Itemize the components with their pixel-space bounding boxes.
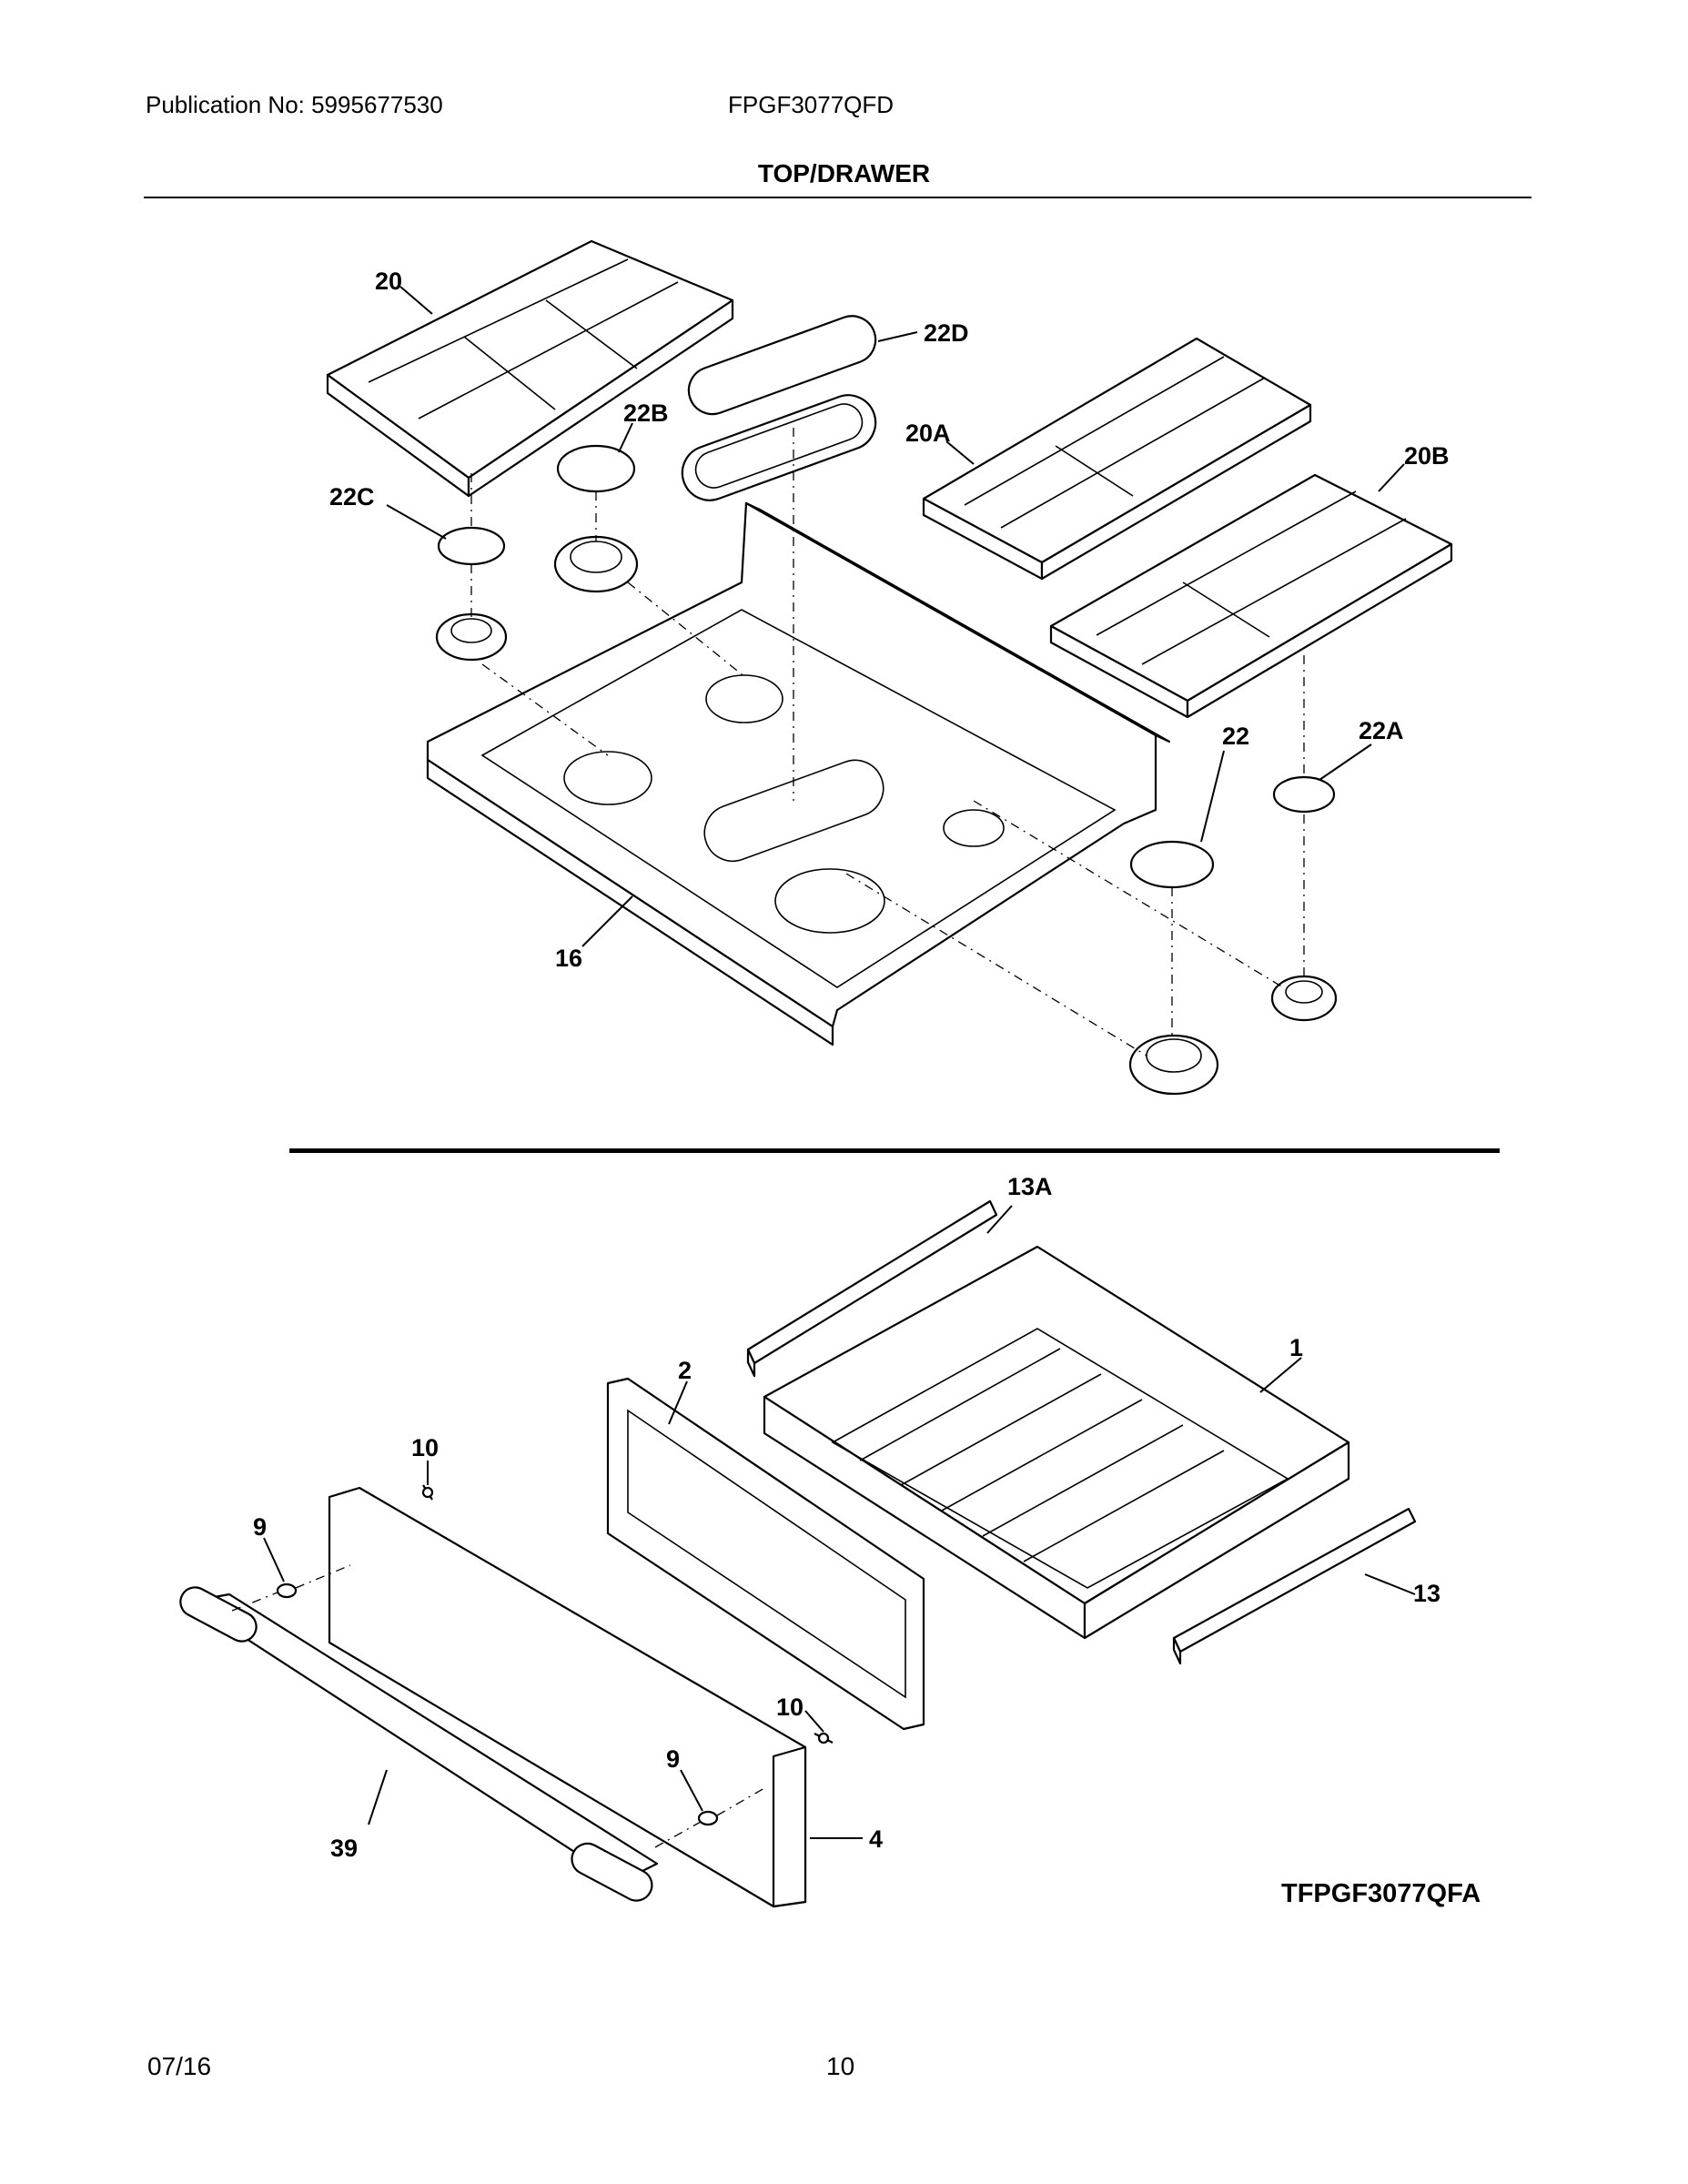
drawer-panel-2 [606, 1377, 925, 1731]
grate-20A [922, 337, 1312, 581]
callout-22D: 22D [924, 319, 969, 347]
callout-16: 16 [555, 945, 582, 972]
grate-20 [326, 239, 734, 498]
drawer-rail-13A [746, 1199, 998, 1378]
burner-head-left-front [435, 612, 508, 662]
screw-10-lower [814, 1732, 834, 1744]
alignment-lines-top [470, 428, 1305, 1057]
oval-cap-22D [687, 315, 877, 416]
burner-head-right-rear [1270, 975, 1338, 1022]
drawer-front-4 [328, 1486, 807, 1908]
handle-39 [179, 1586, 659, 1902]
leader-lines-bottom [263, 1205, 1416, 1839]
callout-22: 22 [1222, 723, 1249, 750]
publication-date: 07/16 [147, 2052, 212, 2080]
callout-22B: 22B [623, 399, 669, 427]
callout-39: 39 [330, 1835, 358, 1862]
burner-cap-22A [1272, 775, 1336, 814]
burner-cap-22 [1129, 840, 1215, 889]
burner-head-left-rear [553, 535, 639, 593]
burner-cap-22B [556, 444, 636, 493]
callout-20: 20 [375, 268, 402, 295]
page-number: 10 [826, 2052, 855, 2080]
section-divider [289, 1148, 1500, 1153]
burner-cap-22C [437, 526, 506, 566]
leader-lines-top [386, 286, 1405, 947]
drawer-1 [763, 1245, 1350, 1640]
callout-13A: 13A [1007, 1173, 1053, 1200]
cooktop-16 [426, 501, 1171, 1046]
model-number: FPGF3077QFD [728, 91, 895, 118]
callout-9-right: 9 [666, 1745, 680, 1773]
callout-22A: 22A [1359, 717, 1404, 744]
callout-22C: 22C [329, 483, 375, 511]
header-rule [144, 197, 1531, 198]
callout-13: 13 [1413, 1580, 1440, 1607]
alignment-lines-bottom [231, 1564, 765, 1848]
callout-20B: 20B [1404, 442, 1450, 470]
oval-burner-base [681, 394, 877, 501]
callout-1: 1 [1289, 1334, 1303, 1361]
callout-9-left: 9 [253, 1513, 267, 1541]
callout-10-upper: 10 [411, 1434, 439, 1461]
spacer-9-left [276, 1582, 298, 1599]
drawer-rail-13 [1172, 1507, 1417, 1665]
figure-id: TFPGF3077QFA [1281, 1879, 1481, 1908]
burner-head-right-front [1128, 1034, 1219, 1096]
spacer-9-right [697, 1810, 719, 1826]
callout-2: 2 [678, 1357, 692, 1384]
section-title: TOP/DRAWER [757, 159, 931, 187]
callout-10-lower: 10 [776, 1694, 804, 1721]
grate-20B [1049, 473, 1453, 719]
publication-number: Publication No: 5995677530 [146, 91, 443, 118]
screw-10-upper [421, 1484, 434, 1501]
callout-20A: 20A [905, 420, 951, 447]
callout-4: 4 [869, 1825, 883, 1853]
